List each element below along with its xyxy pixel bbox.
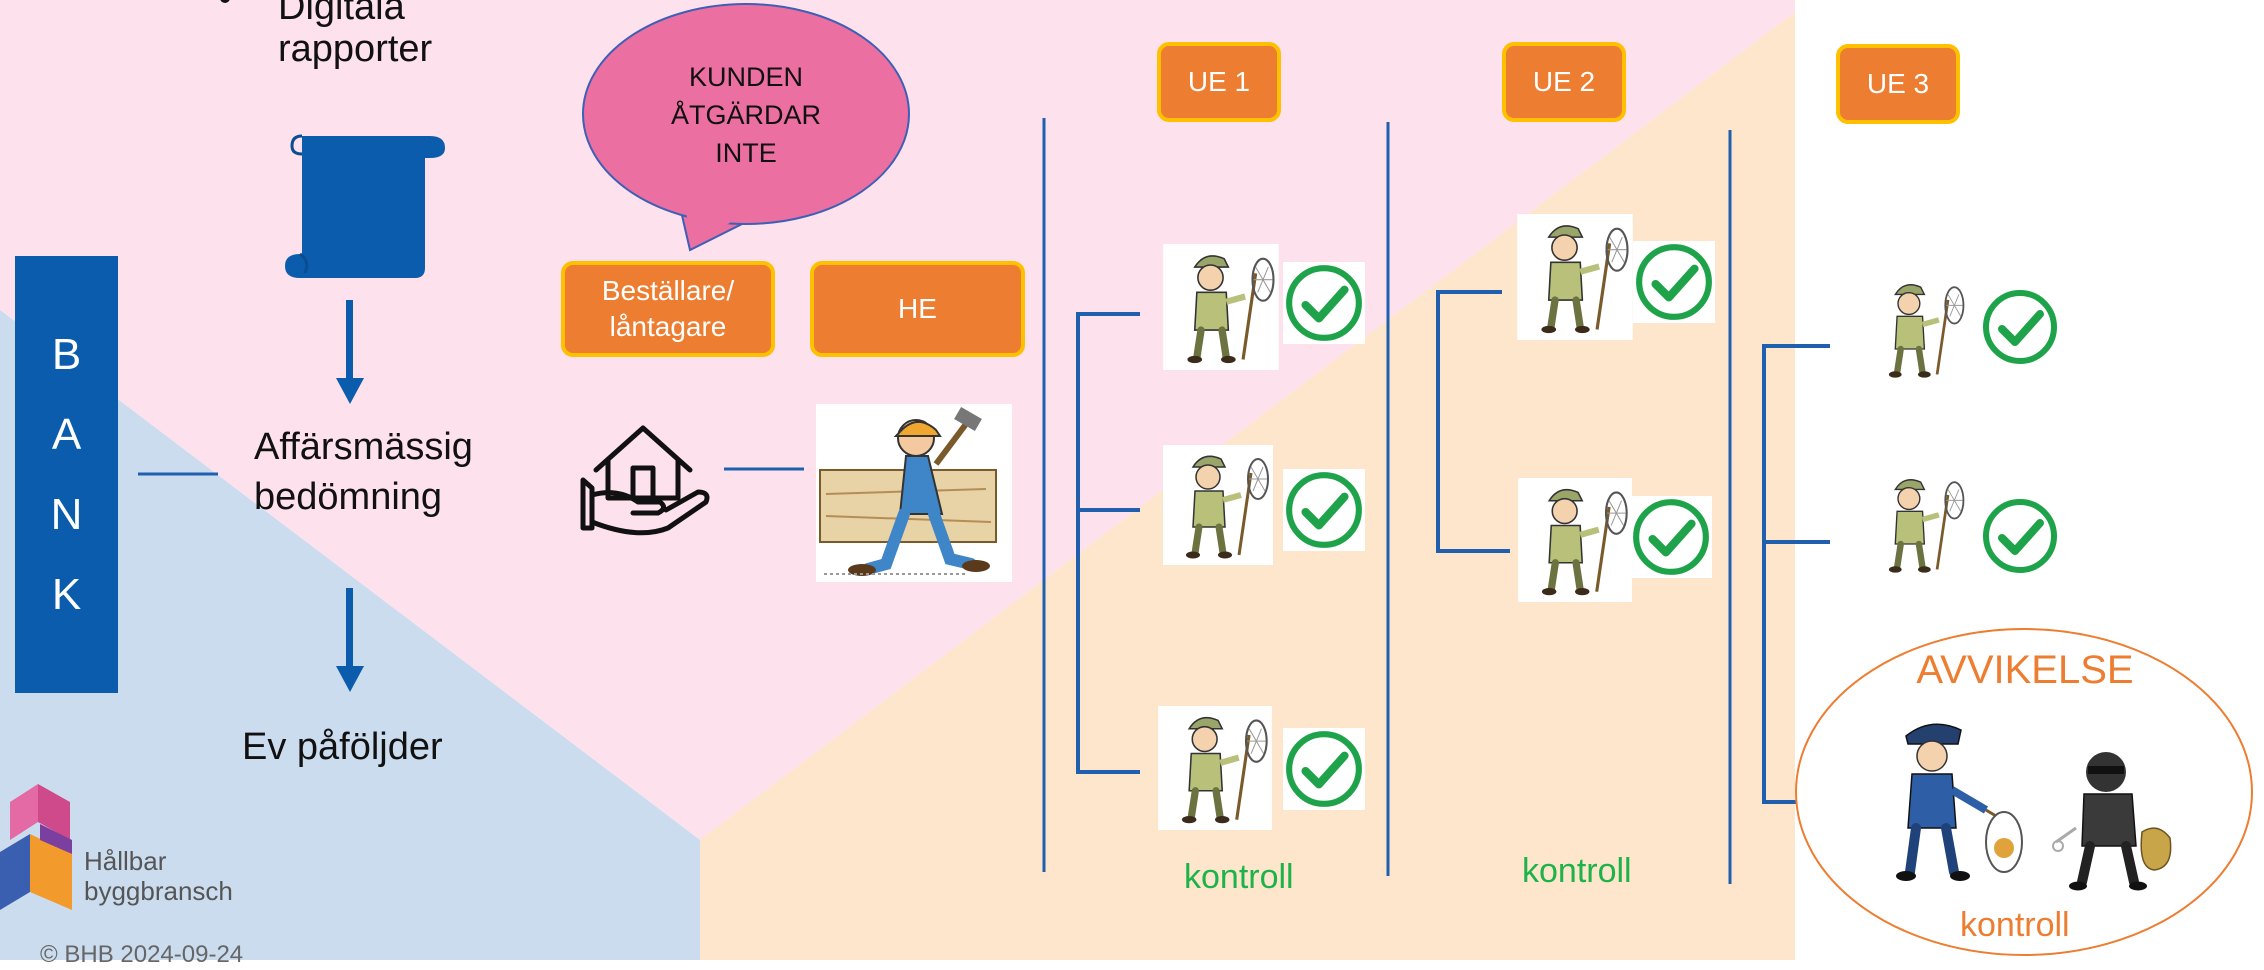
police-image (1896, 723, 2023, 881)
speech-line2: ÅTGÄRDAR (670, 100, 822, 130)
consequences-label: Ev påföljder (242, 726, 443, 768)
digital-reports-line2: rapporter (278, 28, 433, 70)
logo-text: Hållbar byggbransch (84, 846, 233, 906)
bank-letter-a: A (51, 409, 82, 459)
ue1-box: UE 1 (1157, 42, 1281, 122)
arrow-down-icon (336, 300, 364, 404)
business-assessment-line2: bedömning (254, 476, 443, 518)
bank-letter-n: N (50, 489, 83, 539)
speech-line1: KUNDEN (688, 62, 803, 92)
checkmark-icon (1630, 494, 1712, 580)
speech-bubble (582, 3, 910, 252)
pink-region-top (0, 0, 1795, 12)
bank-column: B A N K (15, 256, 118, 693)
inspector-image (1868, 468, 1968, 580)
kontroll-label-ue1: kontroll (1184, 858, 1294, 896)
client-line1: Beställare/ (601, 275, 735, 306)
inspector-image (1162, 244, 1280, 370)
bullet-dot (210, 0, 250, 8)
inspector-image (1516, 214, 1634, 340)
deviation-title: AVVIKELSE (1916, 648, 2134, 692)
checkmark-icon (1980, 496, 2060, 576)
business-assessment-line1: Affärsmässig (254, 426, 473, 468)
scroll-icon (285, 134, 445, 278)
ue2-box: UE 2 (1502, 42, 1626, 122)
inspector-image (1868, 272, 1968, 386)
speech-line3: INTE (715, 138, 777, 168)
logo-line2: byggbransch (84, 876, 233, 906)
checkmark-icon (1283, 468, 1365, 552)
ue1-bracket (1076, 312, 1140, 774)
ue2-bracket (1436, 290, 1510, 553)
logo-cubes-icon (0, 784, 72, 910)
ue3-box: UE 3 (1836, 44, 1960, 124)
checkmark-icon (1283, 726, 1365, 812)
arrow-down-icon (336, 588, 364, 692)
inspector-image (1162, 445, 1274, 565)
checkmark-icon (1283, 260, 1365, 346)
logo-line1: Hållbar (84, 846, 167, 876)
thief-image (2052, 752, 2172, 891)
carpenter-image (816, 404, 1012, 582)
copyright: © BHB 2024-09-24 (40, 941, 244, 968)
kontroll-label-ue3: kontroll (1960, 906, 2070, 944)
bank-letter-b: B (51, 329, 82, 379)
client-box: Beställare/ låntagare (561, 261, 775, 357)
house-hand-icon (580, 425, 710, 536)
kontroll-label-ue2: kontroll (1522, 852, 1632, 890)
speech-bubble-text: KUNDEN ÅTGÄRDAR INTE (620, 58, 872, 172)
checkmark-icon (1980, 286, 2060, 368)
inspector-image (1516, 478, 1634, 602)
he-box: HE (810, 261, 1025, 357)
digital-reports-line1: Digitala (278, 0, 405, 28)
checkmark-icon (1633, 240, 1715, 324)
inspector-image (1158, 706, 1272, 830)
bank-letter-k: K (51, 569, 82, 619)
client-line2: låntagare (609, 311, 727, 342)
